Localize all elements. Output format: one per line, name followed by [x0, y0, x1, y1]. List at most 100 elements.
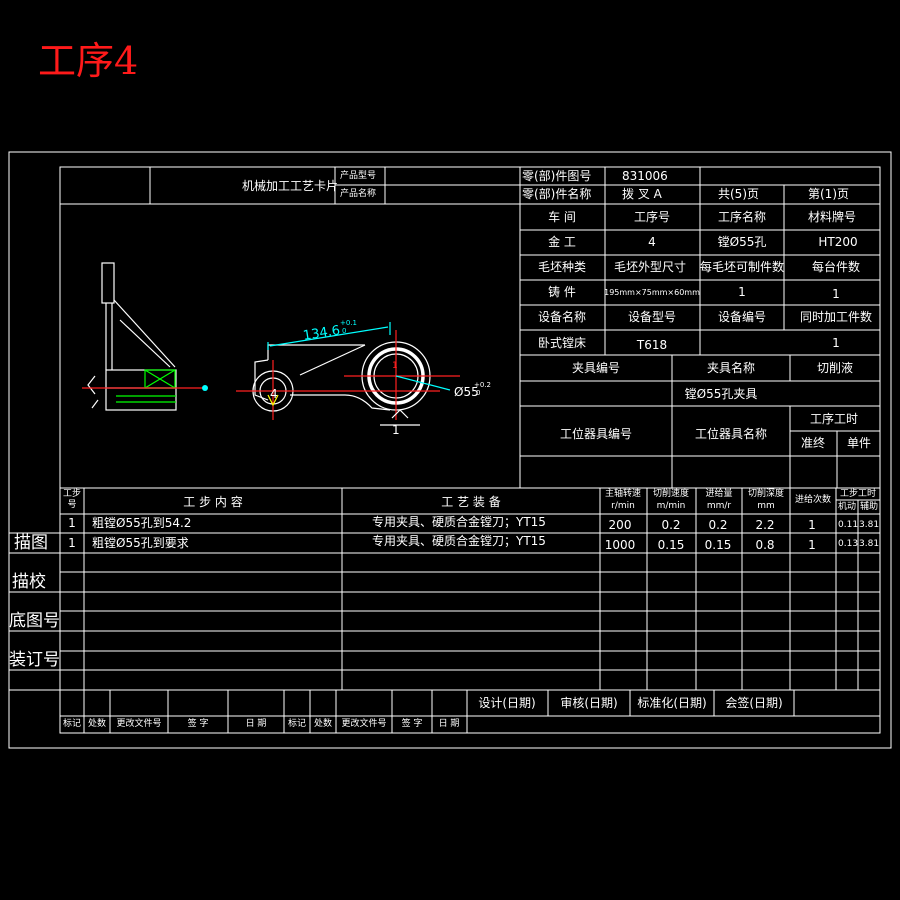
card-title: 机械加工工艺卡片 — [242, 179, 339, 193]
pieces-per-blank-label: 每毛坯可制件数 — [699, 260, 785, 274]
footer-mark-2: 标记 — [287, 719, 307, 729]
part-name-value: 拨 叉 A — [622, 187, 662, 201]
row-content: 粗镗Ø55孔到54.2 — [92, 516, 192, 530]
process-no-value: 4 — [648, 235, 656, 249]
footer-countersign: 会签(日期) — [725, 696, 783, 710]
row-equipment: 专用夹具、硬质合金镗刀；YT15 — [372, 534, 546, 548]
blank-size-label: 毛坯外型尺寸 — [613, 260, 687, 274]
material-label: 材料牌号 — [807, 210, 857, 224]
dimension-tolerance-lower: 0 — [342, 327, 347, 335]
side-label-binding-no: 装订号 — [9, 650, 60, 670]
side-view — [82, 262, 208, 411]
equipment-model-value: T618 — [636, 338, 668, 352]
page-title: 工序4 — [38, 39, 139, 83]
product-model-label: 产品型号 — [340, 171, 377, 181]
speed-header: 切削速度 — [652, 489, 690, 499]
side-label-trace: 描图 — [14, 533, 48, 553]
fixture-name-value: 镗Ø55孔夹具 — [684, 387, 758, 401]
prep-time-label: 准终 — [800, 436, 826, 450]
depth-header: 切削深度 — [747, 489, 785, 499]
footer-sign-2: 签 字 — [401, 719, 423, 729]
pieces-per-unit-value: 1 — [832, 287, 840, 301]
row-depth: 0.8 — [755, 538, 775, 552]
part-no-label: 零(部)件图号 — [522, 169, 592, 183]
feed-unit: mm/r — [706, 501, 732, 511]
step-content-header: 工 步 内 容 — [183, 495, 243, 509]
step-no-header: 工步号 — [62, 489, 81, 510]
material-value: HT200 — [818, 235, 858, 249]
workshop-value: 金 工 — [548, 235, 576, 249]
row-passes: 1 — [808, 518, 816, 532]
row-machine-time: 0.11 — [838, 520, 859, 530]
footer-change-doc: 更改文件号 — [116, 719, 162, 729]
blank-type-value: 铸 件 — [548, 285, 576, 299]
footer-change-doc-2: 更改文件号 — [341, 719, 387, 729]
row-step-no: 1 — [68, 516, 76, 530]
row-speed: 0.15 — [657, 538, 685, 552]
row-step-no: 1 — [68, 536, 76, 550]
blank-size-value: 195mm×75mm×60mm — [604, 288, 700, 297]
total-pages: 共(5)页 — [718, 187, 759, 201]
row-feed: 0.2 — [708, 518, 728, 532]
view-label-4: 4 — [270, 387, 278, 401]
row-passes: 1 — [808, 538, 816, 552]
process-name-value: 镗Ø55孔 — [717, 235, 767, 249]
view-label-small: 1 — [392, 361, 398, 371]
hours-header: 工步工时 — [839, 489, 877, 499]
footer-sign: 签 字 — [187, 719, 209, 729]
process-no-label: 工序号 — [633, 210, 671, 224]
row-depth: 2.2 — [755, 518, 775, 532]
row-feed: 0.15 — [704, 538, 732, 552]
equipment-no-label: 设备编号 — [717, 310, 767, 324]
equipment-name-value: 卧式镗床 — [537, 336, 587, 350]
row-content: 粗镗Ø55孔到要求 — [92, 536, 189, 550]
part-name-label: 零(部)件名称 — [522, 187, 592, 201]
hours-machine-header: 机动 — [837, 502, 857, 512]
footer-design: 设计(日期) — [478, 696, 536, 710]
footer-review: 审核(日期) — [560, 696, 618, 710]
spindle-header: 主轴转速 — [604, 489, 642, 499]
process-time-label: 工序工时 — [809, 412, 859, 426]
side-label-trace-check: 描校 — [12, 572, 46, 592]
spindle-unit: r/min — [611, 501, 635, 511]
row-equipment: 专用夹具、硬质合金镗刀；YT15 — [372, 515, 546, 529]
row-aux-time: 3.81 — [859, 520, 880, 530]
pieces-per-unit-label: 每台件数 — [811, 260, 861, 274]
equipment-header: 工 艺 装 备 — [441, 495, 501, 509]
fixture-name-label: 夹具名称 — [706, 361, 756, 375]
row-spindle: 1000 — [604, 538, 636, 552]
process-name-label: 工序名称 — [717, 210, 767, 224]
fixture-no-label: 夹具编号 — [571, 361, 621, 375]
station-tool-name-label: 工位器具名称 — [694, 427, 768, 441]
pieces-per-blank-value: 1 — [738, 285, 746, 299]
equipment-name-label: 设备名称 — [537, 310, 587, 324]
station-tool-no-label: 工位器具编号 — [559, 427, 633, 441]
footer-date: 日 期 — [245, 719, 267, 729]
part-no-value: 831006 — [622, 169, 668, 183]
row-aux-time: 3.81 — [859, 539, 880, 549]
equipment-model-label: 设备型号 — [627, 310, 677, 324]
row-machine-time: 0.13 — [838, 539, 859, 549]
hole-tolerance-lower: 0 — [476, 389, 481, 397]
hole-tolerance-upper: +0.2 — [474, 381, 491, 389]
depth-unit: mm — [757, 501, 775, 511]
footer-count: 处数 — [87, 719, 107, 729]
dimension-tolerance-upper: +0.1 — [340, 319, 357, 327]
hours-aux-header: 辅助 — [859, 502, 879, 512]
side-label-base-drawing-no: 底图号 — [9, 611, 60, 631]
coolant-label: 切削液 — [816, 361, 854, 375]
view-label-1: 1 — [392, 423, 400, 437]
row-speed: 0.2 — [661, 518, 681, 532]
passes-header: 进给次数 — [794, 495, 832, 505]
front-view — [236, 322, 460, 426]
footer-standard: 标准化(日期) — [637, 696, 707, 710]
feed-header: 进给量 — [705, 489, 733, 499]
footer-count-2: 处数 — [313, 719, 333, 729]
speed-unit: m/min — [656, 501, 686, 511]
hole-diameter: Ø55 — [454, 385, 479, 399]
row-spindle: 200 — [608, 518, 632, 532]
simultaneous-label: 同时加工件数 — [799, 310, 873, 324]
page-number: 第(1)页 — [808, 187, 849, 201]
footer-date-2: 日 期 — [438, 719, 460, 729]
